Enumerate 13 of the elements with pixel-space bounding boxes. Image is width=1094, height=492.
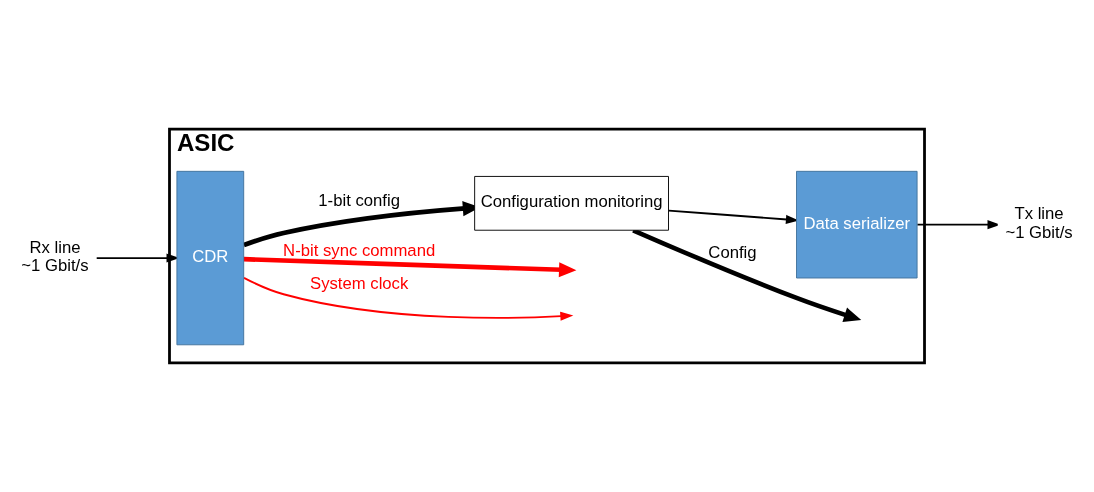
- edge-label: Config: [708, 243, 757, 263]
- node-text: Rx line ~1 Gbit/s: [21, 237, 89, 276]
- node-box: Configuration monitoring: [474, 175, 669, 231]
- node-text: Tx line ~1 Gbit/s: [1005, 204, 1073, 243]
- node-box: CDR: [176, 170, 245, 346]
- node-box: Data serializer: [796, 170, 918, 279]
- arrow: [667, 209, 799, 224]
- arrow: [243, 256, 577, 278]
- edge-label: N-bit sync command: [283, 240, 436, 260]
- arrow: [916, 220, 1001, 230]
- edge-label: 1-bit config: [318, 191, 400, 211]
- edge-label: System clock: [310, 274, 409, 294]
- arrow: [243, 276, 574, 321]
